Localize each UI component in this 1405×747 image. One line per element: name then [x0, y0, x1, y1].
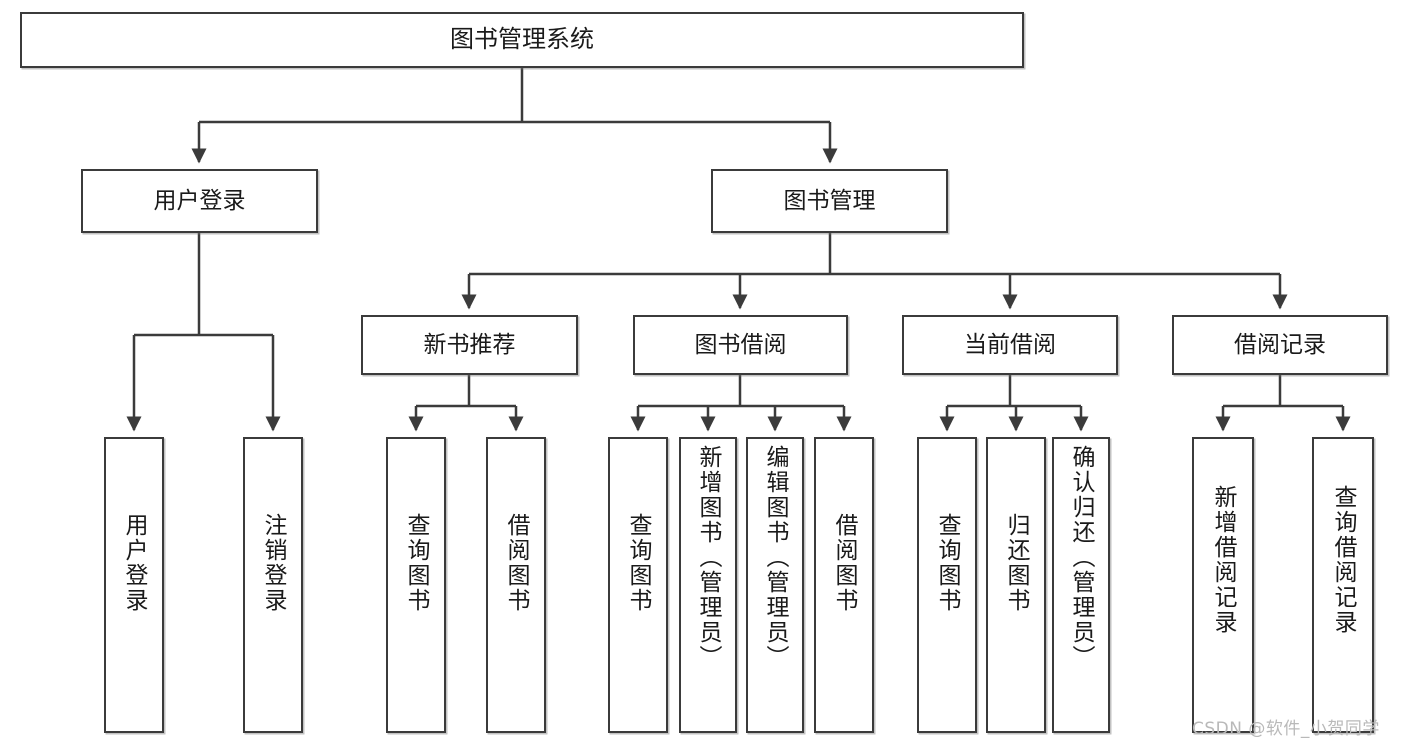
node-leaf-query-book-3[interactable]: 查询图书	[917, 437, 977, 733]
node-leaf-query-book-3-label: 查询图书	[934, 513, 961, 613]
node-leaf-return-book[interactable]: 归还图书	[986, 437, 1046, 733]
node-level2-book-management-label: 图书管理	[783, 187, 876, 214]
node-leaf-query-book-1[interactable]: 查询图书	[386, 437, 446, 733]
node-leaf-add-borrow-record[interactable]: 新增借阅记录	[1192, 437, 1254, 733]
node-leaf-logout-label: 注销登录	[260, 513, 287, 613]
node-level3-borrow-record-label: 借阅记录	[1234, 331, 1326, 358]
node-level2-book-management[interactable]: 图书管理	[711, 169, 948, 233]
node-leaf-user-login[interactable]: 用户登录	[104, 437, 164, 733]
node-leaf-add-borrow-record-label: 新增借阅记录	[1210, 485, 1237, 635]
node-leaf-return-book-label: 归还图书	[1003, 513, 1030, 613]
node-level3-new-book-recommend-label: 新书推荐	[423, 331, 516, 358]
node-leaf-add-book-admin[interactable]: 新增图书（管理员）	[679, 437, 737, 733]
node-level3-borrow-record[interactable]: 借阅记录	[1172, 315, 1388, 375]
node-root[interactable]: 图书管理系统	[20, 12, 1024, 68]
node-leaf-confirm-return-admin-label: 确认归还（管理员）	[1068, 445, 1095, 670]
node-leaf-query-book-2-label: 查询图书	[625, 513, 652, 613]
watermark: CSDN @软件_小贺同学	[1192, 719, 1380, 739]
node-leaf-borrow-book-1[interactable]: 借阅图书	[486, 437, 546, 733]
node-leaf-query-borrow-record-label: 查询借阅记录	[1330, 485, 1357, 635]
node-level3-book-borrow[interactable]: 图书借阅	[633, 315, 848, 375]
node-leaf-edit-book-admin-label: 编辑图书（管理员）	[762, 445, 789, 670]
node-level3-book-borrow-label: 图书借阅	[694, 331, 787, 358]
node-leaf-query-borrow-record[interactable]: 查询借阅记录	[1312, 437, 1374, 733]
node-leaf-query-book-2[interactable]: 查询图书	[608, 437, 668, 733]
node-root-label: 图书管理系统	[450, 25, 594, 54]
node-leaf-query-book-1-label: 查询图书	[403, 513, 430, 613]
node-leaf-add-book-admin-label: 新增图书（管理员）	[695, 445, 722, 670]
node-level2-user-login[interactable]: 用户登录	[81, 169, 318, 233]
node-leaf-logout[interactable]: 注销登录	[243, 437, 303, 733]
node-leaf-borrow-book-2-label: 借阅图书	[831, 513, 858, 613]
node-leaf-borrow-book-2[interactable]: 借阅图书	[814, 437, 874, 733]
node-level3-current-borrow[interactable]: 当前借阅	[902, 315, 1118, 375]
node-level3-current-borrow-label: 当前借阅	[964, 331, 1056, 358]
node-level3-new-book-recommend[interactable]: 新书推荐	[361, 315, 578, 375]
node-leaf-borrow-book-1-label: 借阅图书	[503, 513, 530, 613]
node-leaf-edit-book-admin[interactable]: 编辑图书（管理员）	[746, 437, 804, 733]
node-leaf-user-login-label: 用户登录	[121, 513, 148, 613]
node-leaf-confirm-return-admin[interactable]: 确认归还（管理员）	[1052, 437, 1110, 733]
node-level2-user-login-label: 用户登录	[153, 187, 246, 214]
